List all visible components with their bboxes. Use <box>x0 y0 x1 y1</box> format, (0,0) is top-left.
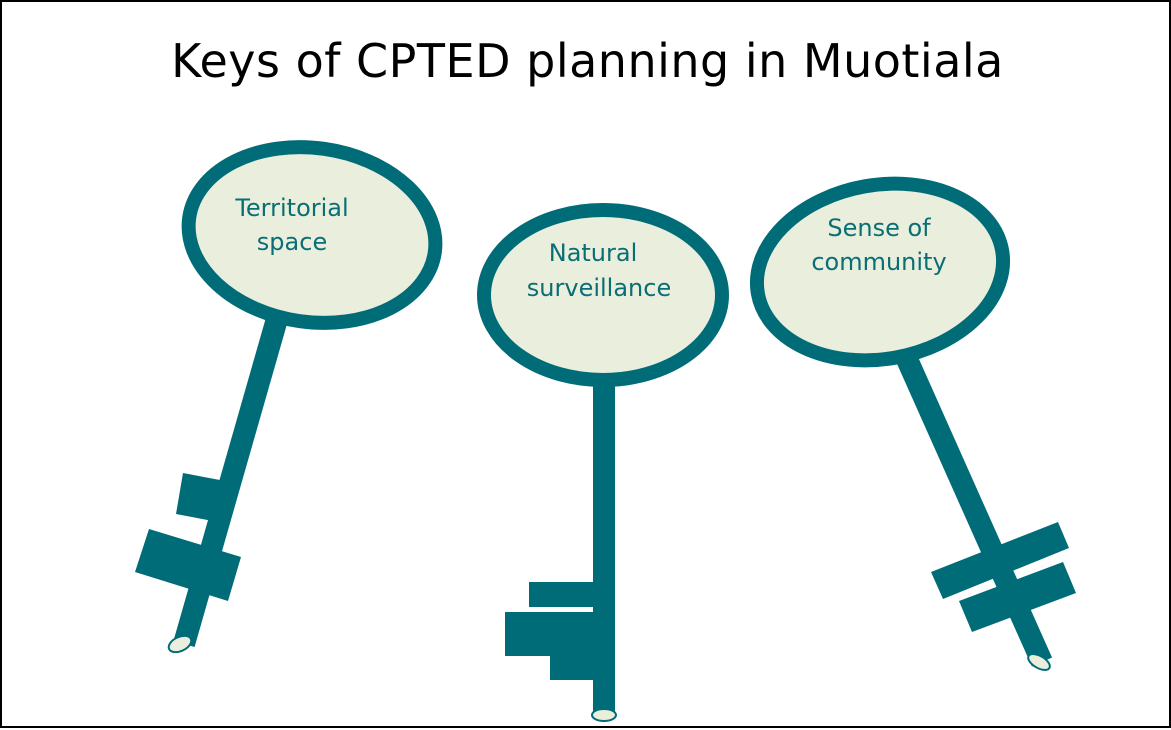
key-tip <box>591 708 617 722</box>
key-sense-of-community: Sense of community <box>749 176 1076 671</box>
key-tip <box>1027 653 1051 671</box>
key-bit <box>529 582 605 607</box>
key-bit <box>176 473 225 522</box>
key-label-line2: surveillance <box>527 274 671 302</box>
key-natural-surveillance: Natural surveillance <box>477 203 729 722</box>
key-head <box>181 140 443 330</box>
slide-title: Keys of CPTED planning in Muotiala <box>171 34 1004 88</box>
key-label-line2: space <box>257 228 327 256</box>
key-bit <box>931 522 1069 599</box>
key-territorial-space: Territorial space <box>135 140 443 654</box>
key-label-line2: community <box>811 248 946 276</box>
key-bit <box>959 562 1076 632</box>
key-bit <box>505 612 605 656</box>
key-bit <box>550 656 605 680</box>
key-label-line1: Natural <box>549 239 638 267</box>
key-label-line1: Sense of <box>827 214 931 242</box>
key-head <box>749 176 1011 368</box>
key-label-line1: Territorial <box>234 194 348 222</box>
key-tip <box>167 634 193 654</box>
key-bit <box>135 529 241 601</box>
key-head <box>477 203 729 387</box>
